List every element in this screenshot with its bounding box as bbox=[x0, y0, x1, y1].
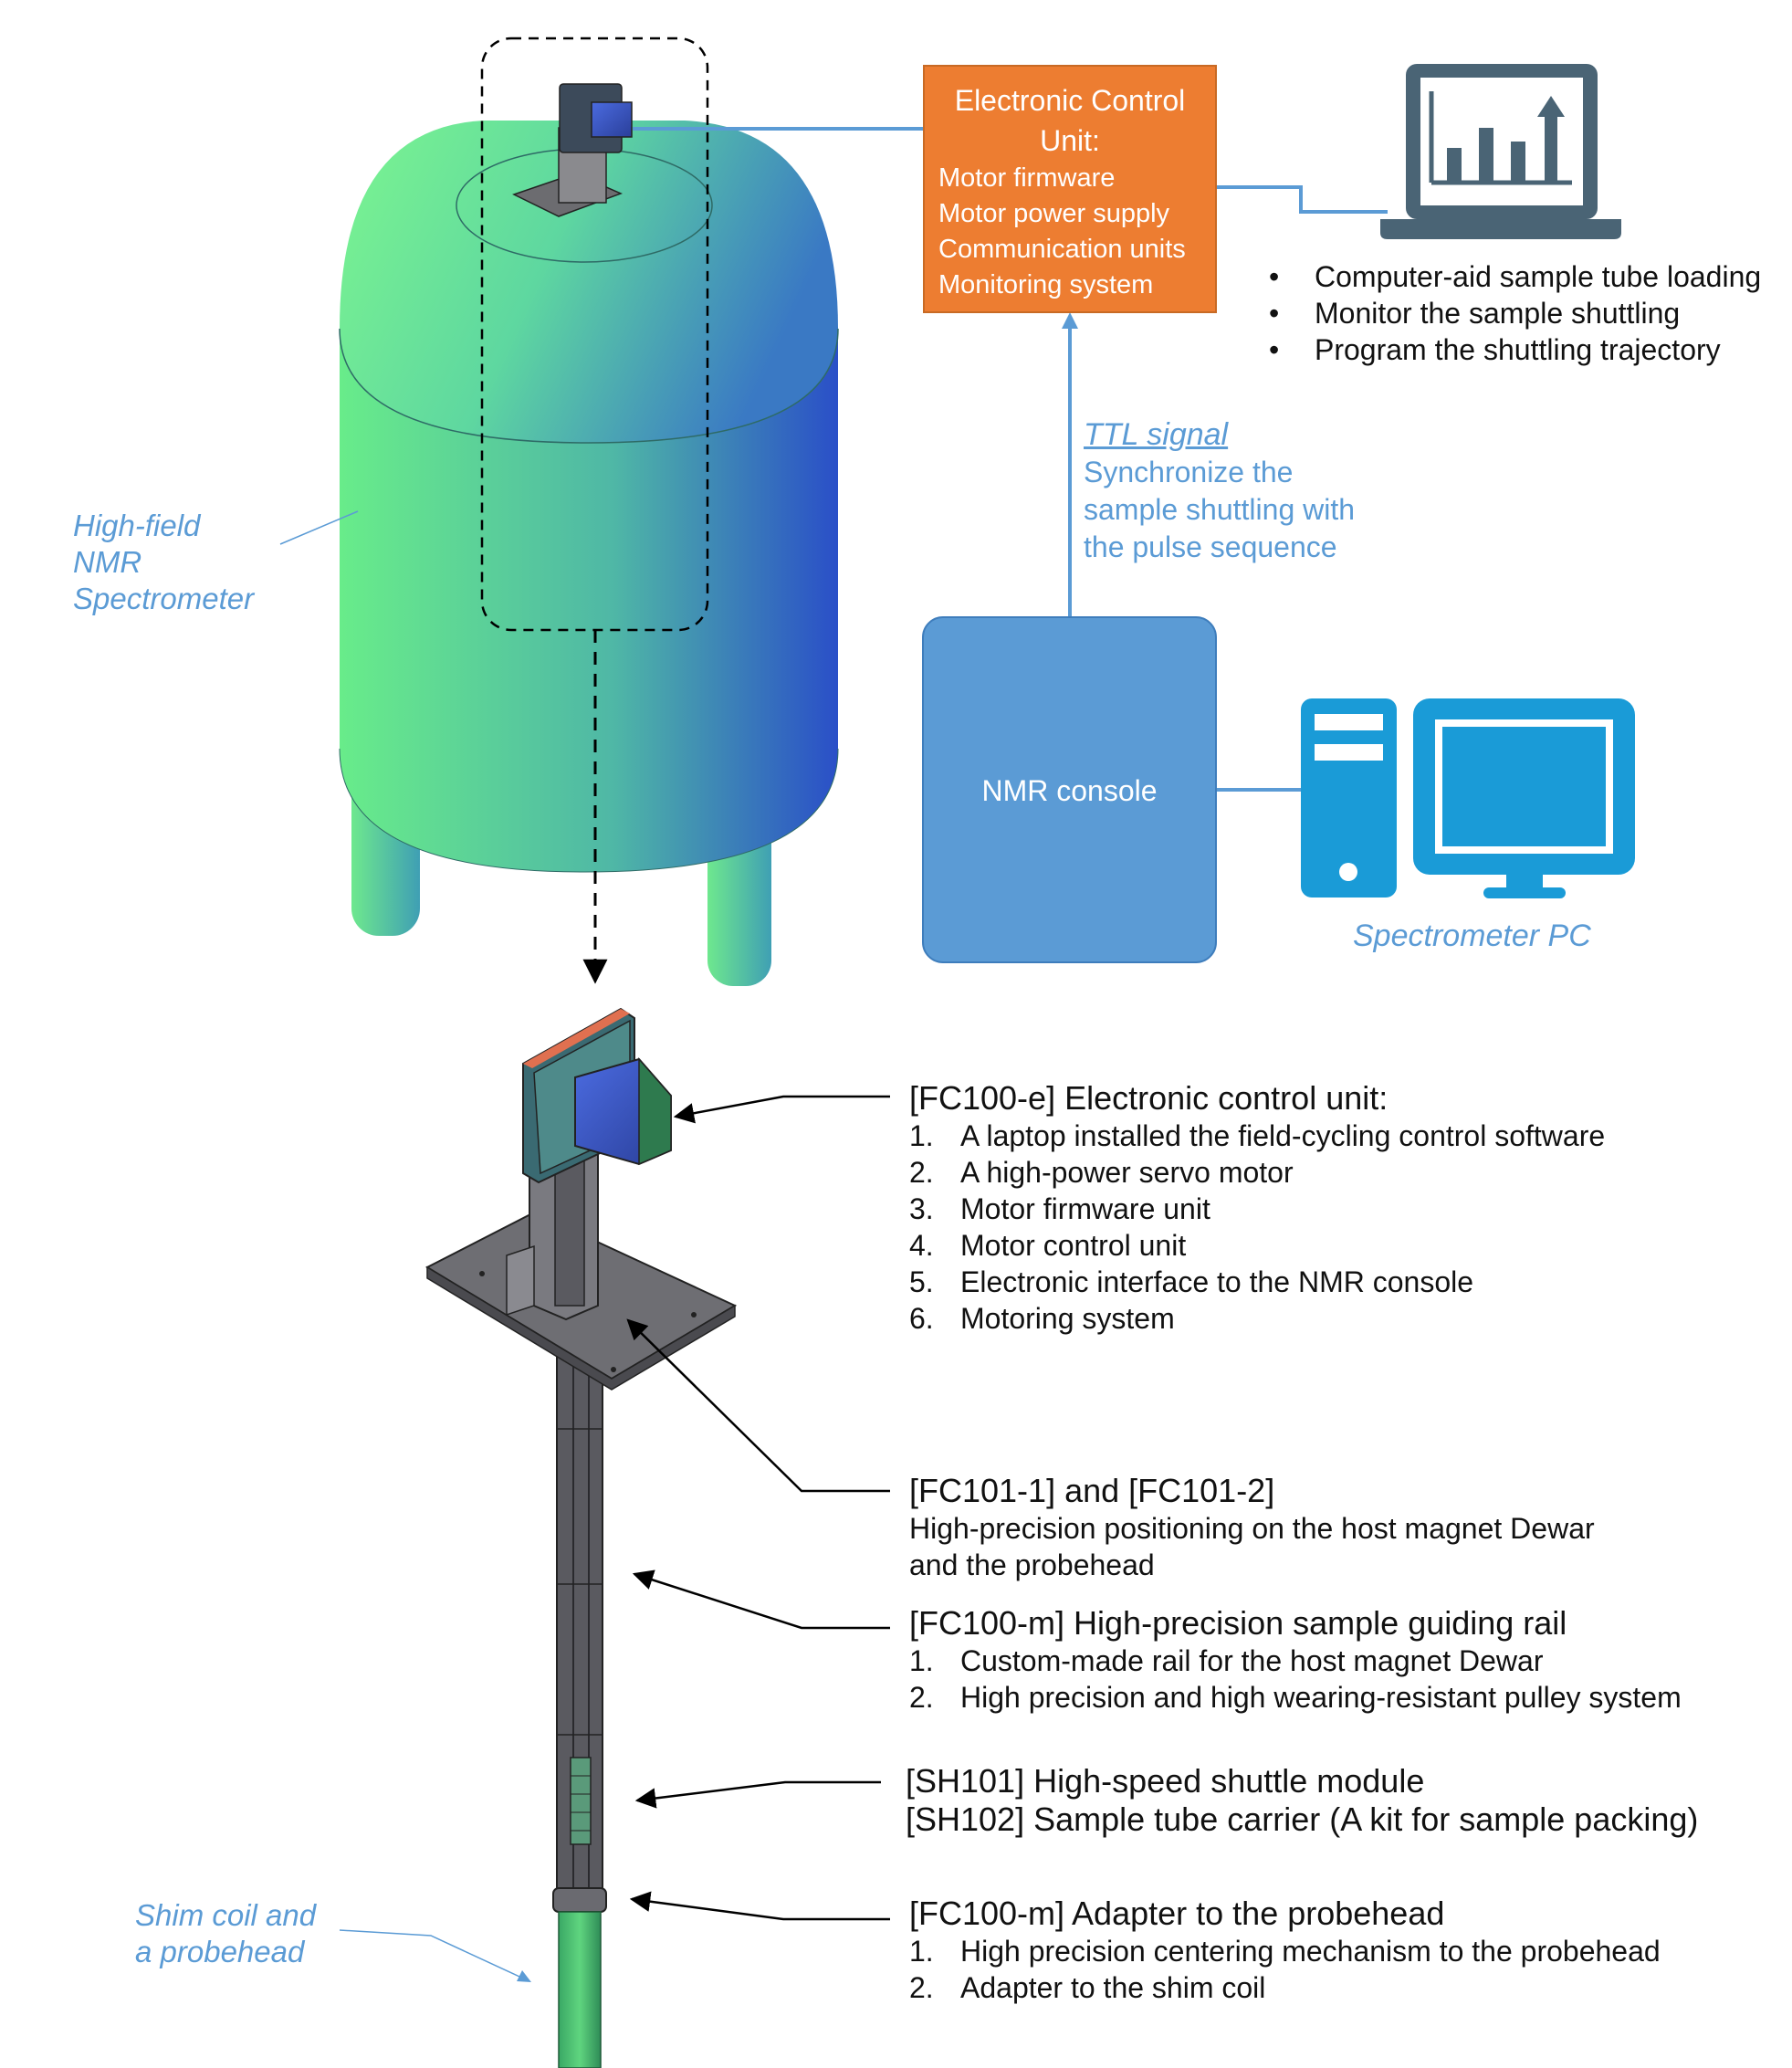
ecu-box bbox=[923, 65, 1217, 313]
top-fc-unit bbox=[512, 83, 633, 217]
probe-label: Shim coil and a probehead bbox=[135, 1897, 316, 1970]
magnet-label-line: High-field bbox=[73, 509, 201, 542]
callout-heading: [SH101] High-speed shuttle module bbox=[906, 1762, 1425, 1800]
ecu-to-laptop-wire bbox=[1216, 185, 1388, 214]
ttl-line: sample shuttling with bbox=[1084, 493, 1356, 526]
callout-item: 4.Motor control unit bbox=[909, 1229, 1187, 1262]
console-to-ecu-arrowhead bbox=[1062, 312, 1078, 329]
ttl-annotation: TTL signal Synchronize the sample shuttl… bbox=[1084, 416, 1355, 566]
leader-positioning bbox=[626, 1318, 890, 1493]
magnet-label-line: NMR bbox=[73, 545, 142, 579]
ttl-line: the pulse sequence bbox=[1084, 530, 1337, 563]
magnet-label-line: Spectrometer bbox=[73, 582, 255, 615]
magnet-label: High-field NMR Spectrometer bbox=[73, 508, 254, 617]
callout-item: 1.Custom-made rail for the host magnet D… bbox=[909, 1644, 1544, 1677]
ecu-item: Monitoring system bbox=[938, 270, 1154, 299]
leader-shuttle bbox=[634, 1780, 881, 1809]
leader-ecu bbox=[673, 1095, 890, 1124]
probe-label-line: a probehead bbox=[135, 1935, 305, 1968]
laptop-icon bbox=[1380, 64, 1621, 239]
callout-leaders bbox=[626, 1095, 890, 1921]
callout-item: 2.A high-power servo motor bbox=[909, 1156, 1294, 1189]
callout-ecu: [FC100-e] Electronic control unit: 1.A l… bbox=[909, 1079, 1605, 1337]
laptop-bullet: •Program the shuttling trajectory bbox=[1269, 333, 1721, 366]
callout-heading: [FC101-1] and [FC101-2] bbox=[909, 1472, 1275, 1509]
probe-label-pointer bbox=[339, 1929, 530, 1982]
callout-item: 1.High precision centering mechanism to … bbox=[909, 1935, 1661, 1968]
ecu-item: Communication units bbox=[938, 235, 1186, 264]
callout-heading: [FC100-m] Adapter to the probehead bbox=[909, 1895, 1445, 1932]
laptop-bullet: •Monitor the sample shuttling bbox=[1269, 297, 1681, 330]
callout-rail: [FC100-m] High-precision sample guiding … bbox=[909, 1604, 1682, 1716]
nmr-console-label: NMR console bbox=[981, 774, 1158, 807]
callout-line: High-precision positioning on the host m… bbox=[909, 1512, 1595, 1545]
callout-line: and the probehead bbox=[909, 1548, 1155, 1581]
callout-positioning: [FC101-1] and [FC101-2] High-precision p… bbox=[909, 1472, 1595, 1583]
callout-adapter: [FC100-m] Adapter to the probehead 1.Hig… bbox=[909, 1895, 1661, 2006]
spectrometer-pc-label: Spectrometer PC bbox=[1353, 919, 1591, 953]
ecu-items: Motor firmware Motor power supply Commun… bbox=[938, 161, 1186, 303]
probe-label-line: Shim coil and bbox=[135, 1898, 317, 1932]
ecu-item: Motor firmware bbox=[938, 163, 1116, 193]
ecu-title-line: Unit: bbox=[1040, 124, 1100, 157]
nmr-console-box bbox=[922, 616, 1217, 963]
laptop-bullet: •Computer-aid sample tube loading bbox=[1269, 260, 1762, 293]
callout-item: 2.High precision and high wearing-resist… bbox=[909, 1681, 1682, 1714]
callout-item: 5.Electronic interface to the NMR consol… bbox=[909, 1265, 1474, 1298]
laptop-bullet-list: •Computer-aid sample tube loading •Monit… bbox=[1269, 258, 1761, 368]
leader-rail bbox=[632, 1569, 890, 1630]
fc-assembly bbox=[424, 1007, 738, 2068]
magnet-dome bbox=[340, 121, 838, 443]
ecu-title: Electronic Control Unit: bbox=[924, 80, 1216, 161]
probe-adapter bbox=[552, 1887, 607, 1913]
nmr-magnet-dewar bbox=[339, 37, 839, 986]
magnet-seam bbox=[339, 328, 839, 444]
ecu-item: Motor power supply bbox=[938, 199, 1170, 228]
ttl-title: TTL signal bbox=[1084, 417, 1229, 452]
callout-item: 3.Motor firmware unit bbox=[909, 1192, 1210, 1225]
callout-shuttle: [SH101] High-speed shuttle module [SH102… bbox=[906, 1762, 1698, 1839]
leader-adapter bbox=[629, 1891, 890, 1921]
ttl-line: Synchronize the bbox=[1084, 456, 1294, 488]
callout-heading: [SH102] Sample tube carrier (A kit for s… bbox=[906, 1800, 1699, 1838]
spectrometer-pc-icon bbox=[1301, 698, 1635, 898]
callout-item: 1.A laptop installed the field-cycling c… bbox=[909, 1119, 1606, 1152]
callout-item: 6.Motoring system bbox=[909, 1302, 1175, 1335]
callout-item: 2.Adapter to the shim coil bbox=[909, 1971, 1266, 2004]
probehead-tube bbox=[558, 1911, 602, 2068]
shuttle-module bbox=[570, 1757, 592, 1845]
magnet-body bbox=[340, 327, 838, 872]
callout-heading: [FC100-e] Electronic control unit: bbox=[909, 1079, 1389, 1117]
ecu-title-line: Electronic Control bbox=[954, 84, 1186, 117]
magnet-label-pointer bbox=[279, 510, 359, 545]
callout-heading: [FC100-m] High-precision sample guiding … bbox=[909, 1604, 1567, 1642]
